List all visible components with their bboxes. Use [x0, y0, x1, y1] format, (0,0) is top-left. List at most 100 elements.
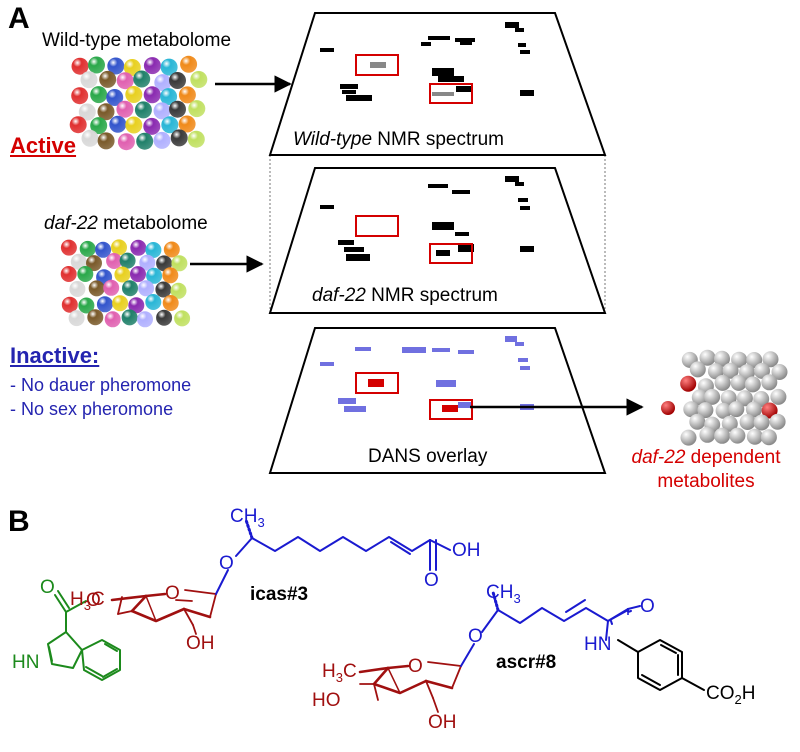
co2h-label: CO2H: [706, 683, 755, 707]
metabolite-ball: [117, 133, 135, 151]
spectrum2-italic: daf-22: [312, 285, 366, 306]
metabolite-ball: [722, 362, 739, 379]
metabolite-ball: [106, 253, 123, 269]
metabolite-ball: [90, 117, 108, 135]
metabolite-ball: [71, 57, 89, 75]
metabolite-ball: [119, 252, 136, 269]
ascr8-ring-o: O: [408, 656, 423, 677]
metabolite-ball: [704, 388, 721, 405]
metabolite-ball: [114, 266, 131, 283]
metabolite-ball: [136, 132, 154, 150]
co2h-h: H: [741, 683, 756, 704]
icas3-c: C: [90, 589, 105, 610]
metabolite-ball: [99, 70, 117, 88]
daf22-spectrum-label: daf-22 NMR spectrum: [312, 285, 498, 307]
metabolite-ball: [170, 282, 187, 299]
metabolite-ball: [145, 242, 162, 258]
icas3-ch: CH: [230, 506, 258, 527]
metabolite-ball: [691, 389, 708, 406]
dependent-italic: daf-22: [631, 447, 686, 468]
metabolite-ball: [770, 388, 787, 405]
metabolite-ball: [714, 374, 731, 391]
metabolite-ball: [156, 255, 173, 272]
metabolite-ball: [736, 390, 753, 407]
metabolite-ball: [112, 295, 129, 312]
metabolite-ball: [145, 294, 162, 310]
metabolite-ball: [143, 57, 161, 75]
metabolite-ball: [103, 279, 120, 296]
ascr8-hn-label: HN: [584, 634, 612, 655]
metabolite-ball: [760, 429, 777, 446]
metabolite-ball: [121, 309, 138, 326]
metabolite-ball: [60, 239, 77, 256]
metabolite-ball: [762, 351, 779, 368]
metabolite-ball: [138, 280, 155, 297]
metabolite-ball: [71, 87, 89, 105]
metabolite-ball: [188, 100, 206, 118]
metabolite-ball: [80, 71, 98, 89]
metabolite-ball: [111, 239, 127, 256]
ascr8-label: ascr#8: [496, 652, 557, 673]
metabolite-ball: [154, 74, 172, 92]
spectrum1-rest: NMR spectrum: [372, 129, 504, 150]
metabolite-ball: [153, 131, 171, 149]
metabolite-ball: [96, 296, 113, 313]
metabolite-ball: [680, 429, 697, 446]
metabolite-ball: [714, 427, 731, 444]
metabolite-ball: [162, 295, 179, 311]
icas3-h3c-sub: 3: [83, 597, 91, 613]
metabolite-ball: [143, 117, 161, 135]
icas3-ester-o: O: [86, 590, 101, 611]
panel-b-letter: B: [8, 505, 30, 538]
ascr8-structure: [358, 590, 705, 713]
metabolite-ball: [70, 253, 87, 270]
metabolite-ball: [753, 414, 770, 431]
ascr8-c: C: [342, 661, 357, 682]
metabolite-ball: [90, 86, 108, 104]
indole-nh-label: HN: [12, 652, 40, 673]
metabolite-ball: [761, 402, 778, 419]
metabolite-ball: [731, 351, 748, 368]
metabolite-ball: [143, 86, 161, 104]
daf22-label-italic: daf-22: [44, 213, 98, 234]
metabolite-ball: [697, 402, 714, 419]
metabolite-ball: [68, 310, 85, 327]
daf22-metabolome-label: daf-22 metabolome: [44, 213, 208, 235]
metabolite-ball: [97, 103, 115, 121]
ascr8-ch: CH: [486, 582, 514, 603]
metabolite-ball: [744, 376, 761, 393]
metabolite-ball: [707, 363, 724, 380]
metabolite-ball: [729, 427, 746, 444]
metabolite-ball: [69, 116, 87, 134]
metabolite-ball: [699, 349, 716, 366]
spectrum3-rest: DANS overlay: [368, 446, 488, 467]
metabolite-ball: [178, 115, 196, 133]
dependent-metabolites-label: daf-22 dependent metabolites: [626, 446, 786, 494]
highlighted-metabolite-ball: [661, 401, 675, 415]
active-label: Active: [10, 133, 77, 158]
metabolite-ball: [61, 296, 78, 313]
metabolite-ball: [146, 267, 163, 284]
metabolite-ball: [116, 72, 134, 90]
spectrum1-italic: Wild-type: [293, 129, 373, 150]
metabolite-ball: [739, 414, 756, 430]
metabolite-ball: [160, 58, 178, 76]
metabolite-ball: [714, 350, 730, 367]
metabolite-ball: [169, 72, 186, 89]
icas3-carbonyl-o-green: O: [40, 577, 55, 598]
metabolite-ball: [116, 100, 134, 118]
ascr8-ho-label: HO: [312, 690, 341, 711]
metabolite-ball: [137, 311, 153, 328]
metabolite-ball: [745, 401, 762, 418]
icas3-ch3-sub: 3: [257, 514, 265, 530]
inactive-item-sex: - No sex pheromone: [10, 399, 174, 419]
metabolite-ball: [134, 101, 152, 119]
icas3-carbonyl-o: O: [424, 570, 439, 591]
ascr8-h3c-sub: 3: [335, 669, 343, 685]
inactive-label: Inactive:: [10, 343, 100, 368]
inactive-item-dauer: - No dauer pheromone: [10, 375, 192, 395]
icas3-oh-label: OH: [452, 540, 481, 561]
metabolite-ball: [104, 311, 121, 328]
metabolite-ball: [153, 102, 171, 120]
metabolite-ball: [125, 116, 143, 134]
